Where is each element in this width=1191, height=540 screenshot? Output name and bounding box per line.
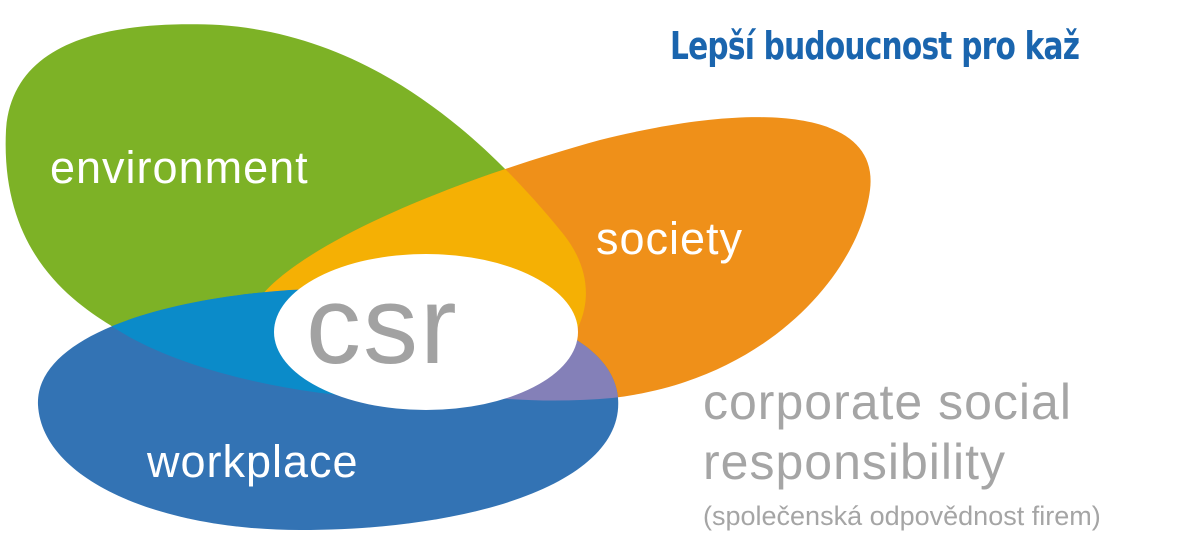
society-label: society xyxy=(596,213,743,264)
headline: Lepší budoucnost pro kaž xyxy=(670,24,1080,68)
workplace-label: workplace xyxy=(146,436,359,487)
tagline-line-1: corporate social xyxy=(703,374,1072,430)
csr-center xyxy=(274,254,578,410)
environment-label: environment xyxy=(50,142,309,193)
tagline-czech: (společenská odpovědnost firem) xyxy=(703,501,1101,531)
tagline-line-2: responsibility xyxy=(703,434,1007,490)
csr-label: csr xyxy=(306,264,459,387)
